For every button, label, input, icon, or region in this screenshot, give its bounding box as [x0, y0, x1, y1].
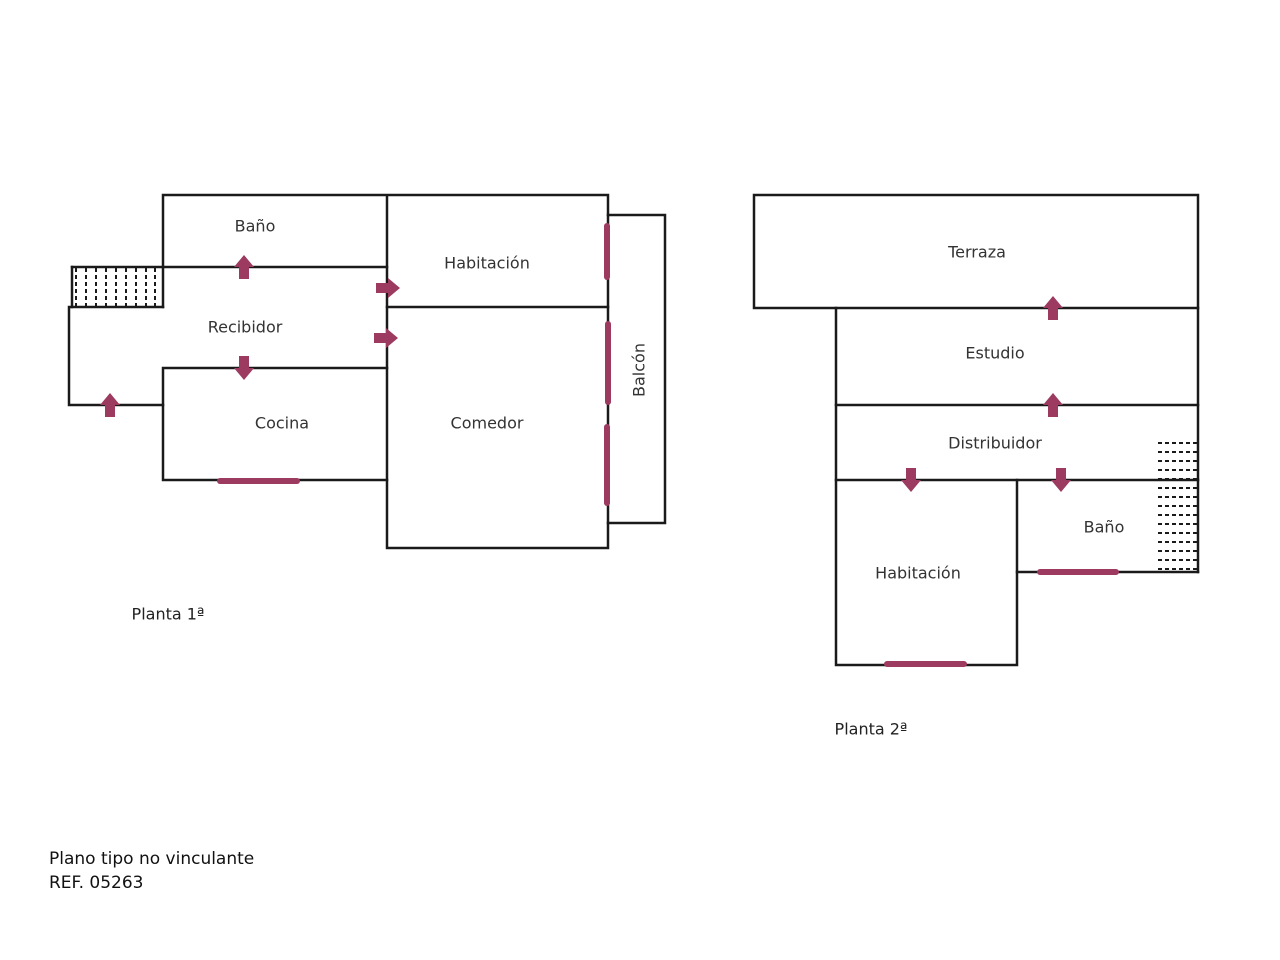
room-label-terraza: Terraza: [948, 242, 1006, 262]
room-label-balcon: Balcón: [629, 343, 649, 397]
plan-1-windows: [217, 223, 611, 506]
plan-1-walls: [67, 193, 667, 550]
room-label-habitacion-2: Habitación: [875, 563, 961, 583]
plan-2-caption: Planta 2ª: [834, 719, 908, 739]
plan-2-walls: [752, 193, 1200, 667]
room-label-estudio: Estudio: [965, 343, 1025, 363]
reference-number: REF. 05263: [49, 873, 144, 893]
room-label-habitacion-1: Habitación: [444, 253, 530, 273]
room-label-bano-2: Baño: [1083, 517, 1125, 537]
plan-2-stairs: [1158, 442, 1197, 570]
disclaimer-note: Plano tipo no vinculante: [49, 849, 255, 869]
plan-1-stairs: [75, 268, 156, 306]
room-label-comedor: Comedor: [450, 413, 524, 433]
plan-2-windows: [884, 569, 1119, 667]
room-label-distribuidor: Distribuidor: [948, 433, 1042, 453]
room-label-bano-1: Baño: [234, 216, 276, 236]
plan-1-caption: Planta 1ª: [131, 604, 205, 624]
room-label-cocina: Cocina: [254, 413, 310, 433]
plan-2-door-arrows: [901, 296, 1071, 492]
room-label-recibidor: Recibidor: [207, 317, 283, 337]
